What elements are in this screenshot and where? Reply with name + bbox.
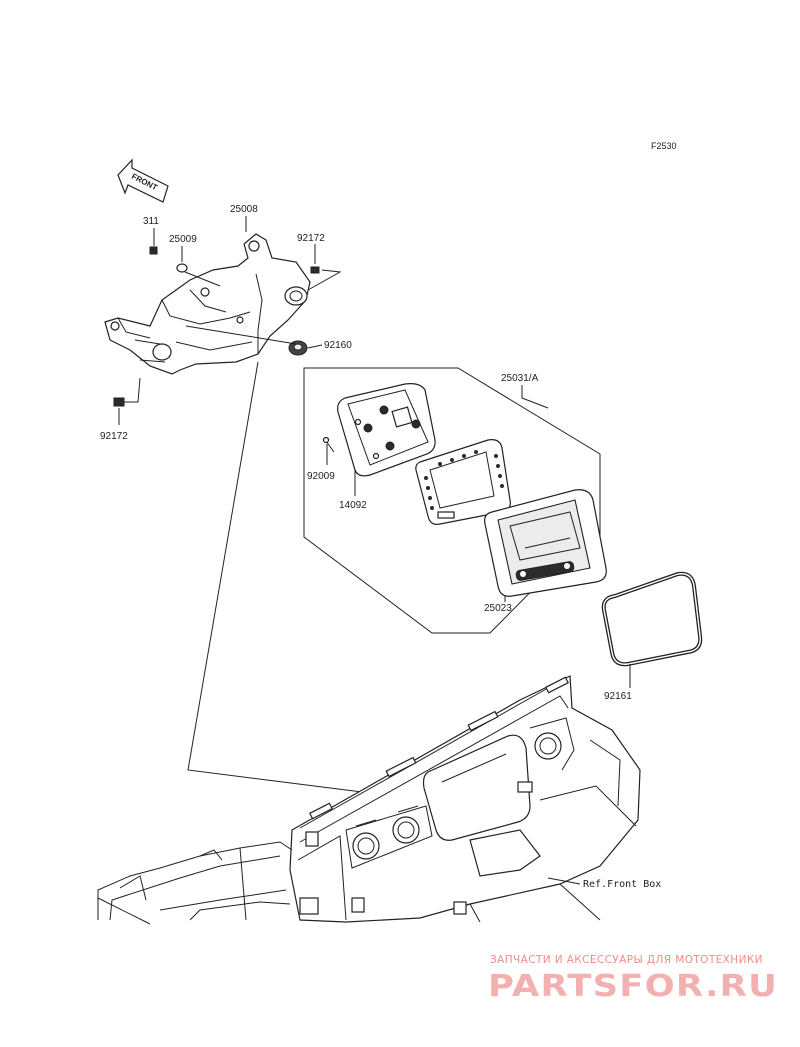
callout-14092: 14092 bbox=[339, 500, 367, 511]
watermark-logo: PARTSFOR.RU bbox=[488, 969, 778, 1004]
leader-ref-front-box bbox=[547, 877, 581, 885]
washer-25009 bbox=[176, 246, 221, 287]
figure-code: F2530 bbox=[651, 141, 677, 151]
callout-25009: 25009 bbox=[169, 234, 197, 245]
watermark-tagline: ЗАПЧАСТИ И АКСЕССУАРЫ ДЛЯ МОТОТЕХНИКИ bbox=[490, 954, 763, 966]
bolt-92172-left bbox=[113, 377, 141, 425]
dashboard-front-box bbox=[289, 675, 641, 923]
leader-to-dash bbox=[187, 361, 371, 794]
meter-unit-25023 bbox=[484, 489, 607, 602]
callout-92172-top: 92172 bbox=[297, 233, 325, 244]
reference-note: Ref.Front Box bbox=[583, 879, 661, 890]
front-direction-arrow: FRONT bbox=[117, 158, 169, 203]
gasket-92161 bbox=[601, 571, 703, 688]
callout-311: 311 bbox=[143, 216, 159, 227]
grommet-92160 bbox=[185, 325, 323, 356]
meter-rear-cover-14092 bbox=[337, 383, 436, 477]
watermark: ЗАПЧАСТИ И АКСЕССУАРЫ ДЛЯ МОТОТЕХНИКИ PA… bbox=[488, 954, 778, 1004]
callout-92009: 92009 bbox=[307, 471, 335, 482]
callout-92161: 92161 bbox=[604, 691, 632, 702]
screw-311 bbox=[149, 228, 158, 255]
callout-25008: 25008 bbox=[230, 204, 258, 215]
callout-25023: 25023 bbox=[484, 603, 512, 614]
callout-92160: 92160 bbox=[324, 340, 352, 351]
frame-structure bbox=[97, 841, 293, 925]
callout-25031a: 25031/A bbox=[501, 373, 539, 384]
bolt-92172-top bbox=[307, 244, 342, 291]
screw-92009 bbox=[322, 436, 335, 465]
meter-bracket bbox=[104, 233, 311, 375]
callout-92172-left: 92172 bbox=[100, 431, 128, 442]
